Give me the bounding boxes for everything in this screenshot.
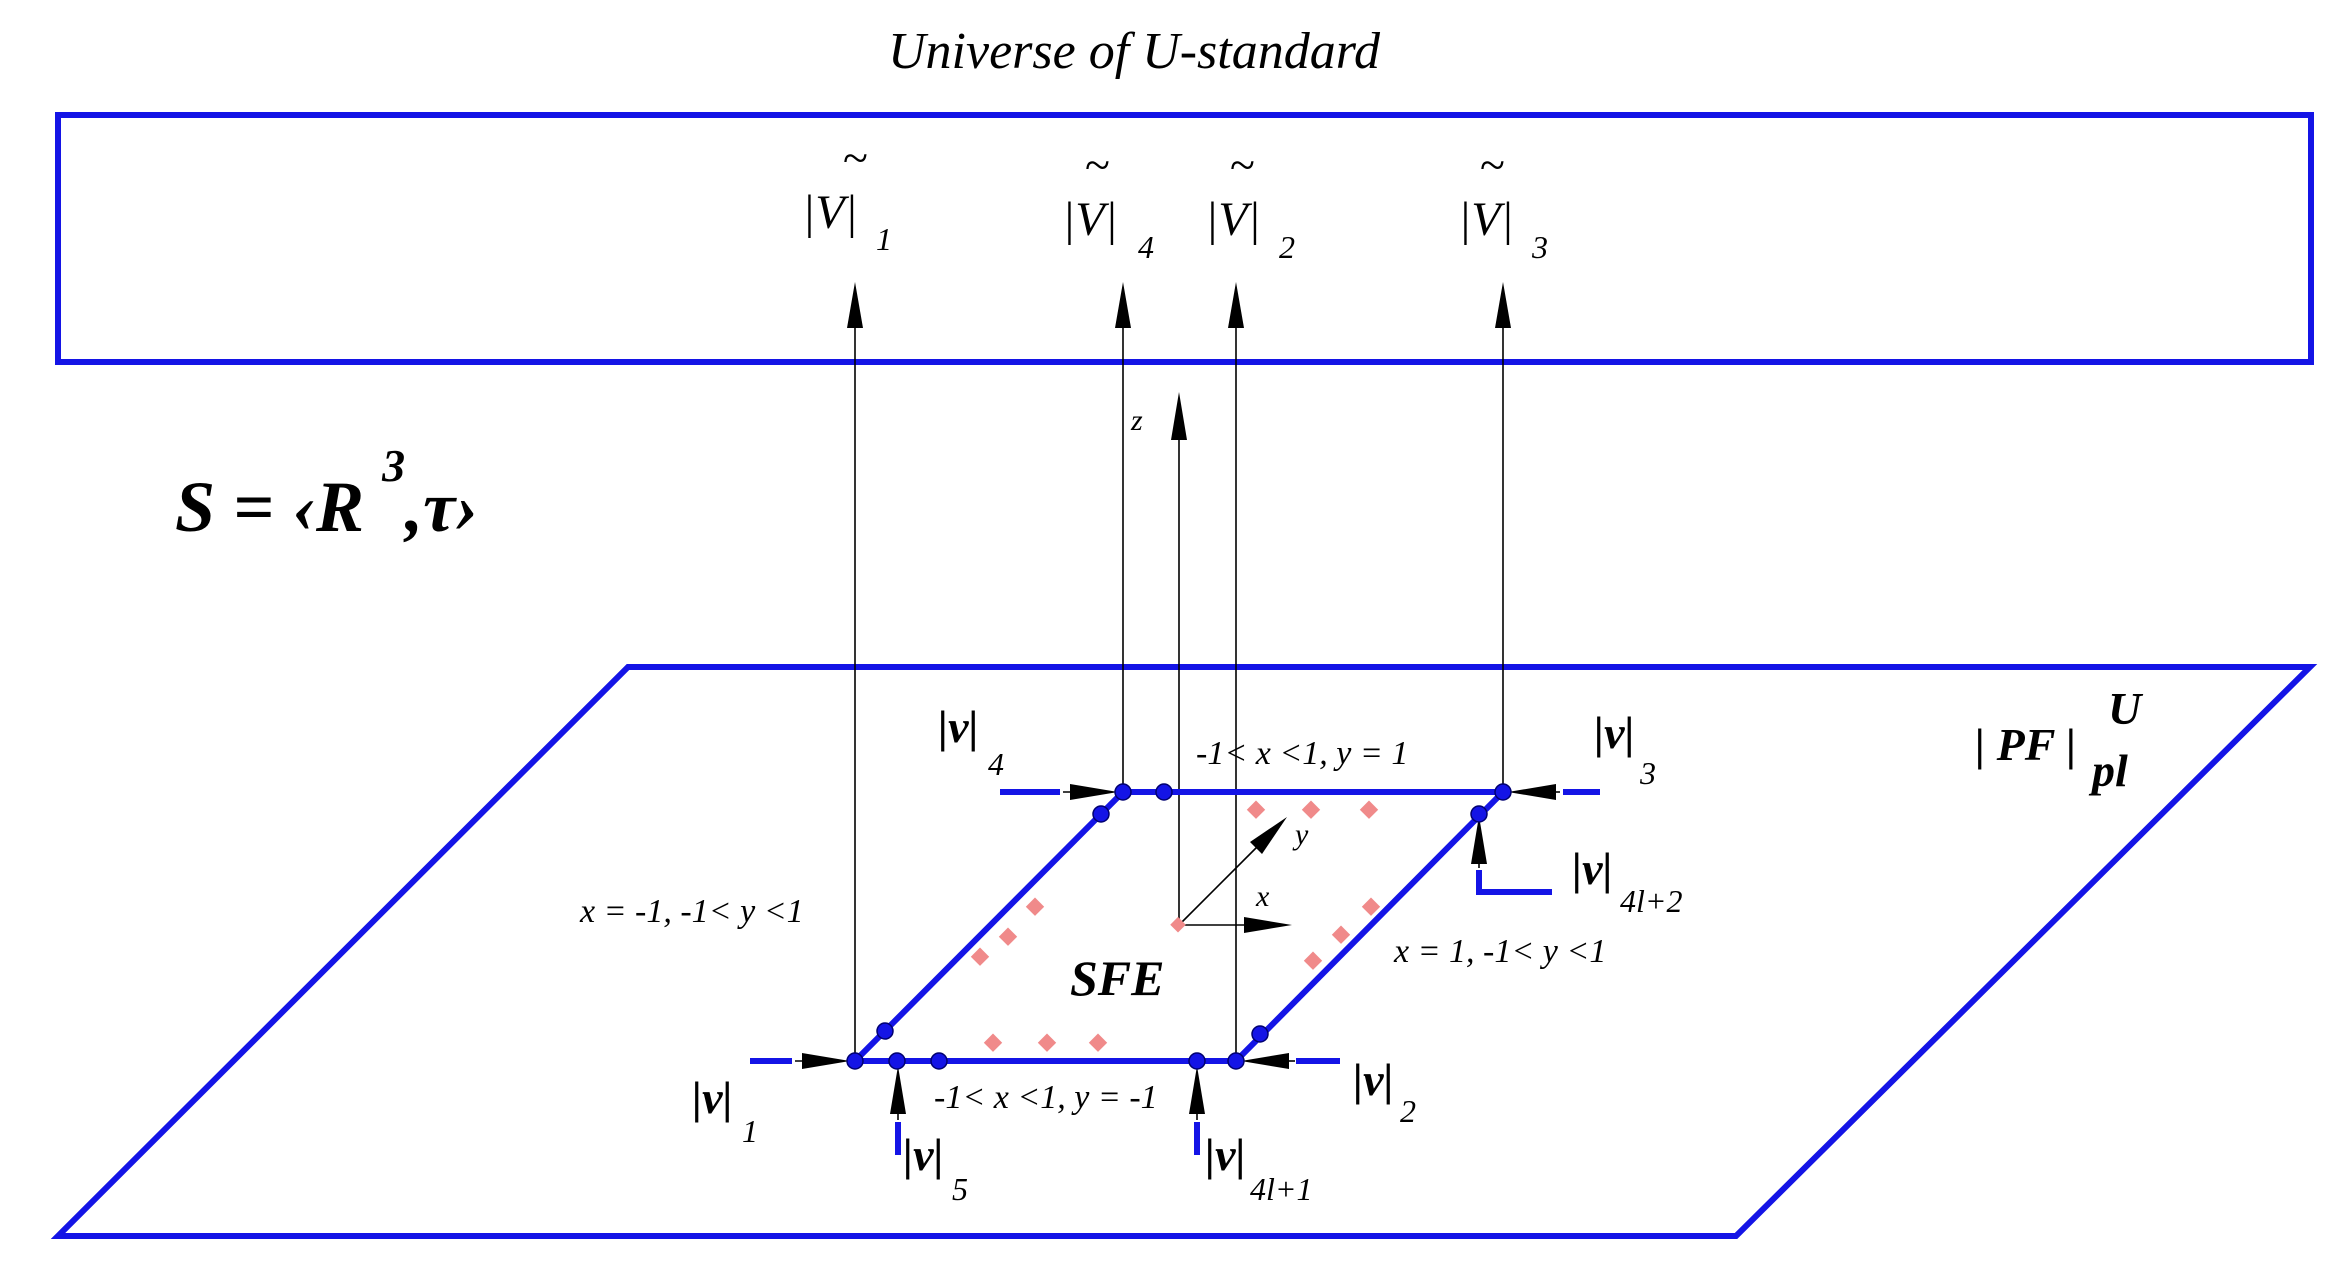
- edge-label-bottom: -1< x <1, y = -1: [934, 1079, 1158, 1116]
- universe-node-V3: ~ |V| 3: [1458, 139, 1548, 265]
- svg-text:|V|: |V|: [802, 186, 858, 239]
- universe-box: [55, 112, 2314, 365]
- x-axis: x: [1179, 880, 1292, 933]
- node-dots: [846, 783, 1512, 1070]
- svg-text:|v|: |v|: [938, 701, 979, 752]
- plane-node-v5: |v| 5: [903, 1129, 968, 1207]
- svg-text:1: 1: [876, 221, 892, 257]
- space-label: S = ‹R 3,τ›: [175, 440, 479, 547]
- svg-text:|v|: |v|: [1353, 1054, 1394, 1105]
- sfe-element: [750, 789, 1600, 1155]
- edge-label-top: -1< x <1, y = 1: [1196, 735, 1408, 772]
- svg-text:|v|: |v|: [1205, 1129, 1246, 1180]
- plane-label-sub: pl: [2088, 745, 2128, 796]
- interior-points: [970, 800, 1381, 1052]
- plane-node-v1: |v| 1: [692, 1072, 758, 1149]
- universe-node-V4: ~ |V| 4: [1062, 139, 1154, 265]
- edge-label-left: x = -1, -1< y <1: [579, 893, 804, 930]
- diagram-title: Universe of U-standard: [888, 23, 1381, 80]
- svg-text:~: ~: [843, 132, 868, 183]
- space-label-main: S = ‹R: [175, 467, 364, 547]
- svg-text:|V|: |V|: [1062, 193, 1118, 246]
- z-axis: z: [1130, 392, 1187, 925]
- svg-text:~: ~: [1085, 139, 1110, 190]
- svg-text:|v|: |v|: [903, 1129, 944, 1180]
- node-arrows: [795, 784, 1560, 1120]
- y-axis: y: [1178, 817, 1309, 926]
- plane-node-v4l2: |v| 4l+2: [1572, 843, 1682, 919]
- svg-text:3: 3: [1639, 755, 1656, 791]
- edge-label-right: x = 1, -1< y <1: [1393, 933, 1606, 970]
- projection-lines: [847, 282, 1511, 1061]
- plane-node-v3: |v| 3: [1594, 707, 1656, 791]
- svg-text:|v|: |v|: [692, 1072, 733, 1123]
- svg-text:1: 1: [742, 1113, 758, 1149]
- space-label-tail: ,τ›: [403, 467, 479, 547]
- svg-text:4l+2: 4l+2: [1620, 883, 1682, 919]
- plane-label: | PF | U pl: [1975, 683, 2144, 796]
- universe-node-V2: ~ |V| 2: [1205, 139, 1295, 265]
- y-axis-label: y: [1292, 818, 1309, 851]
- x-axis-label: x: [1255, 880, 1270, 913]
- svg-text:4: 4: [1138, 229, 1154, 265]
- svg-text:|v|: |v|: [1572, 843, 1613, 894]
- svg-text:2: 2: [1279, 229, 1295, 265]
- plane-label-sup: U: [2108, 683, 2144, 734]
- svg-text:2: 2: [1400, 1093, 1416, 1129]
- svg-text:|v|: |v|: [1594, 707, 1635, 758]
- sfe-label: SFE: [1070, 950, 1165, 1006]
- space-label-sup: 3: [381, 440, 405, 491]
- svg-text:5: 5: [952, 1171, 968, 1207]
- svg-text:4l+1: 4l+1: [1250, 1171, 1312, 1207]
- z-axis-label: z: [1130, 404, 1143, 437]
- plane-node-v2: |v| 2: [1353, 1054, 1416, 1129]
- svg-text:3: 3: [1531, 229, 1548, 265]
- plane-node-v4: |v| 4: [938, 701, 1004, 782]
- svg-text:4: 4: [988, 746, 1004, 782]
- svg-text:|V|: |V|: [1458, 193, 1514, 246]
- svg-text:|V|: |V|: [1205, 193, 1261, 246]
- plane-label-base: | PF |: [1975, 719, 2076, 770]
- plane-pf: [50, 664, 2318, 1239]
- plane-node-v4l1: |v| 4l+1: [1205, 1129, 1312, 1207]
- svg-text:~: ~: [1230, 139, 1255, 190]
- svg-text:~: ~: [1480, 139, 1505, 190]
- universe-node-V1: ~ |V| 1: [802, 132, 892, 257]
